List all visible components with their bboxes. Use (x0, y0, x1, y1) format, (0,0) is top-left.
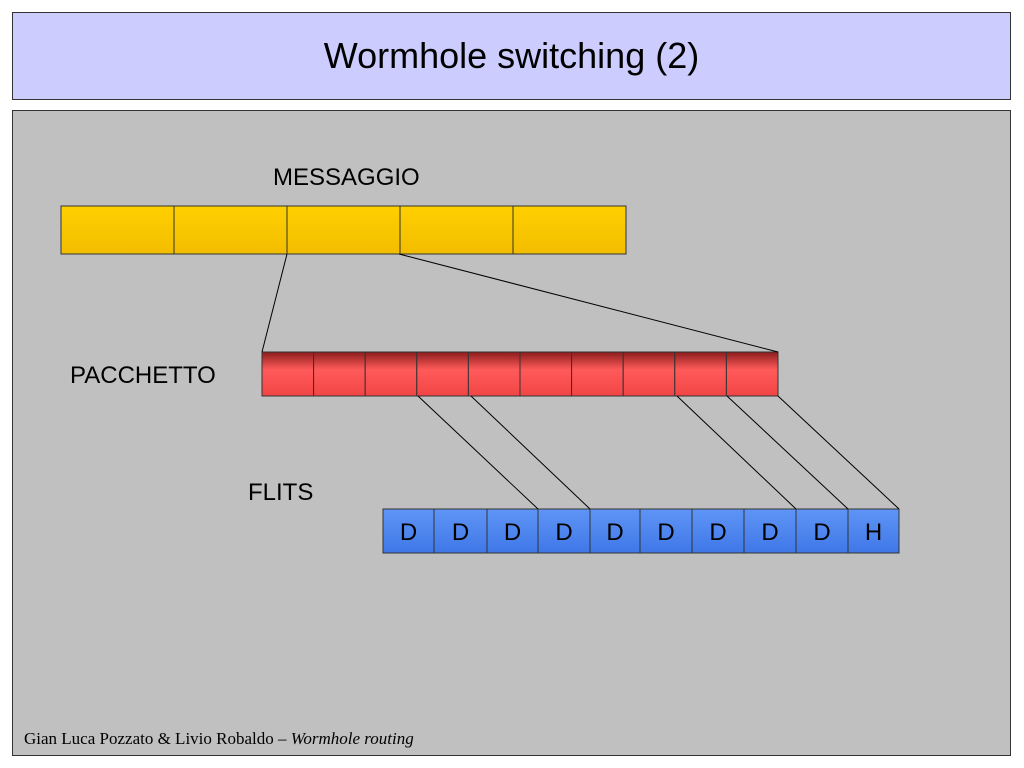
flit-letter: D (657, 519, 674, 546)
packet-cell (416, 351, 469, 397)
packet-cell (261, 351, 315, 397)
footer: Gian Luca Pozzato & Livio Robaldo – Worm… (24, 729, 414, 749)
flit-letter: H (865, 519, 882, 546)
flit-letter: D (400, 519, 417, 546)
footer-authors: Gian Luca Pozzato & Livio Robaldo – (24, 729, 291, 748)
flit-cell (589, 508, 641, 554)
flit-cell (847, 508, 900, 554)
flit-letter: D (504, 519, 521, 546)
flit-letter: D (709, 519, 726, 546)
connector-line (676, 395, 797, 510)
connector-line (398, 253, 779, 353)
flit-cell (382, 508, 435, 554)
flit-letter: D (555, 519, 572, 546)
packet-cell (571, 351, 624, 397)
message-cell (286, 205, 401, 255)
message-label: MESSAGGIO (273, 164, 420, 191)
connector-line (261, 253, 288, 353)
packet-cell (519, 351, 573, 397)
flit-letter: D (606, 519, 623, 546)
flits-label: FLITS (248, 479, 314, 506)
connector-lines (261, 253, 900, 510)
message-cell (512, 205, 627, 255)
connector-line (726, 395, 849, 510)
slide-title: Wormhole switching (2) (323, 35, 700, 76)
title-bar: Wormhole switching (2) (12, 12, 1011, 100)
flit-letter: D (813, 519, 830, 546)
packet-cell (622, 351, 676, 397)
footer-topic: Wormhole routing (290, 729, 414, 748)
flit-cell (691, 508, 745, 554)
flit-cell (486, 508, 539, 554)
flit-cell (639, 508, 693, 554)
flit-letter: D (761, 519, 778, 546)
flit-cell (433, 508, 488, 554)
packet-cell (467, 351, 521, 397)
flit-letter: D (452, 519, 469, 546)
packet-cell (725, 351, 779, 397)
packet-cell (674, 351, 727, 397)
message-cell (60, 205, 175, 255)
connector-line (470, 395, 591, 510)
packet-cell (364, 351, 418, 397)
connector-line (417, 395, 539, 510)
message-bar (60, 205, 627, 255)
message-cell (173, 205, 288, 255)
flit-cell (795, 508, 849, 554)
packet-bar (261, 351, 779, 397)
message-cell (399, 205, 514, 255)
packet-label: PACCHETTO (70, 362, 216, 389)
packet-cell (313, 351, 366, 397)
connector-line (777, 395, 900, 510)
flit-cell (743, 508, 797, 554)
